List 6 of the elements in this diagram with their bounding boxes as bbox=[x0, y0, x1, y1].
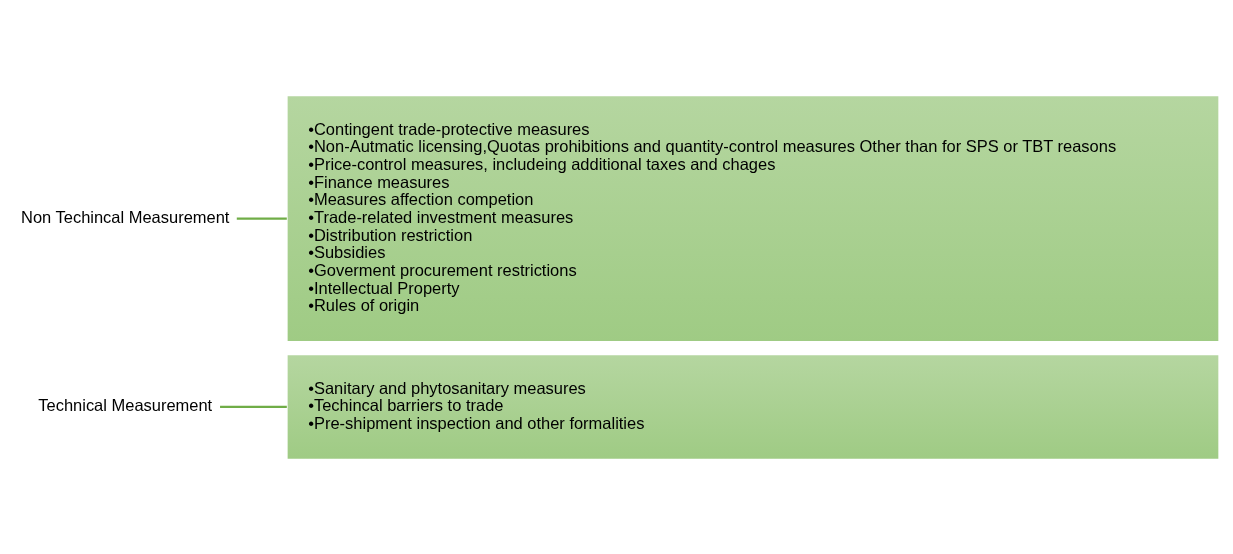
node-box: •Sanitary and phytosanitary measures •Techincal barriers to trade •Pre-shipment inspection and other formalities bbox=[286, 353, 1220, 460]
connector bbox=[220, 405, 287, 408]
connector bbox=[236, 217, 287, 220]
node-text: Technical Measurement bbox=[38, 395, 213, 414]
node-text: Non Techincal Measurement bbox=[21, 207, 230, 226]
node-box: •Contingent trade-protective measures •Non-Autmatic licensing,Quotas prohibitions and quantity-control measures Other than for SPS or TBT reasons •Price-control measures, includeing additional taxes and chages •Finance measures •Measures affection competion •Trade-related investment measures •Distribution restriction •Subsidies •Goverment procurement restrictions •Intellectual Property •Rules of origin bbox=[286, 94, 1220, 342]
